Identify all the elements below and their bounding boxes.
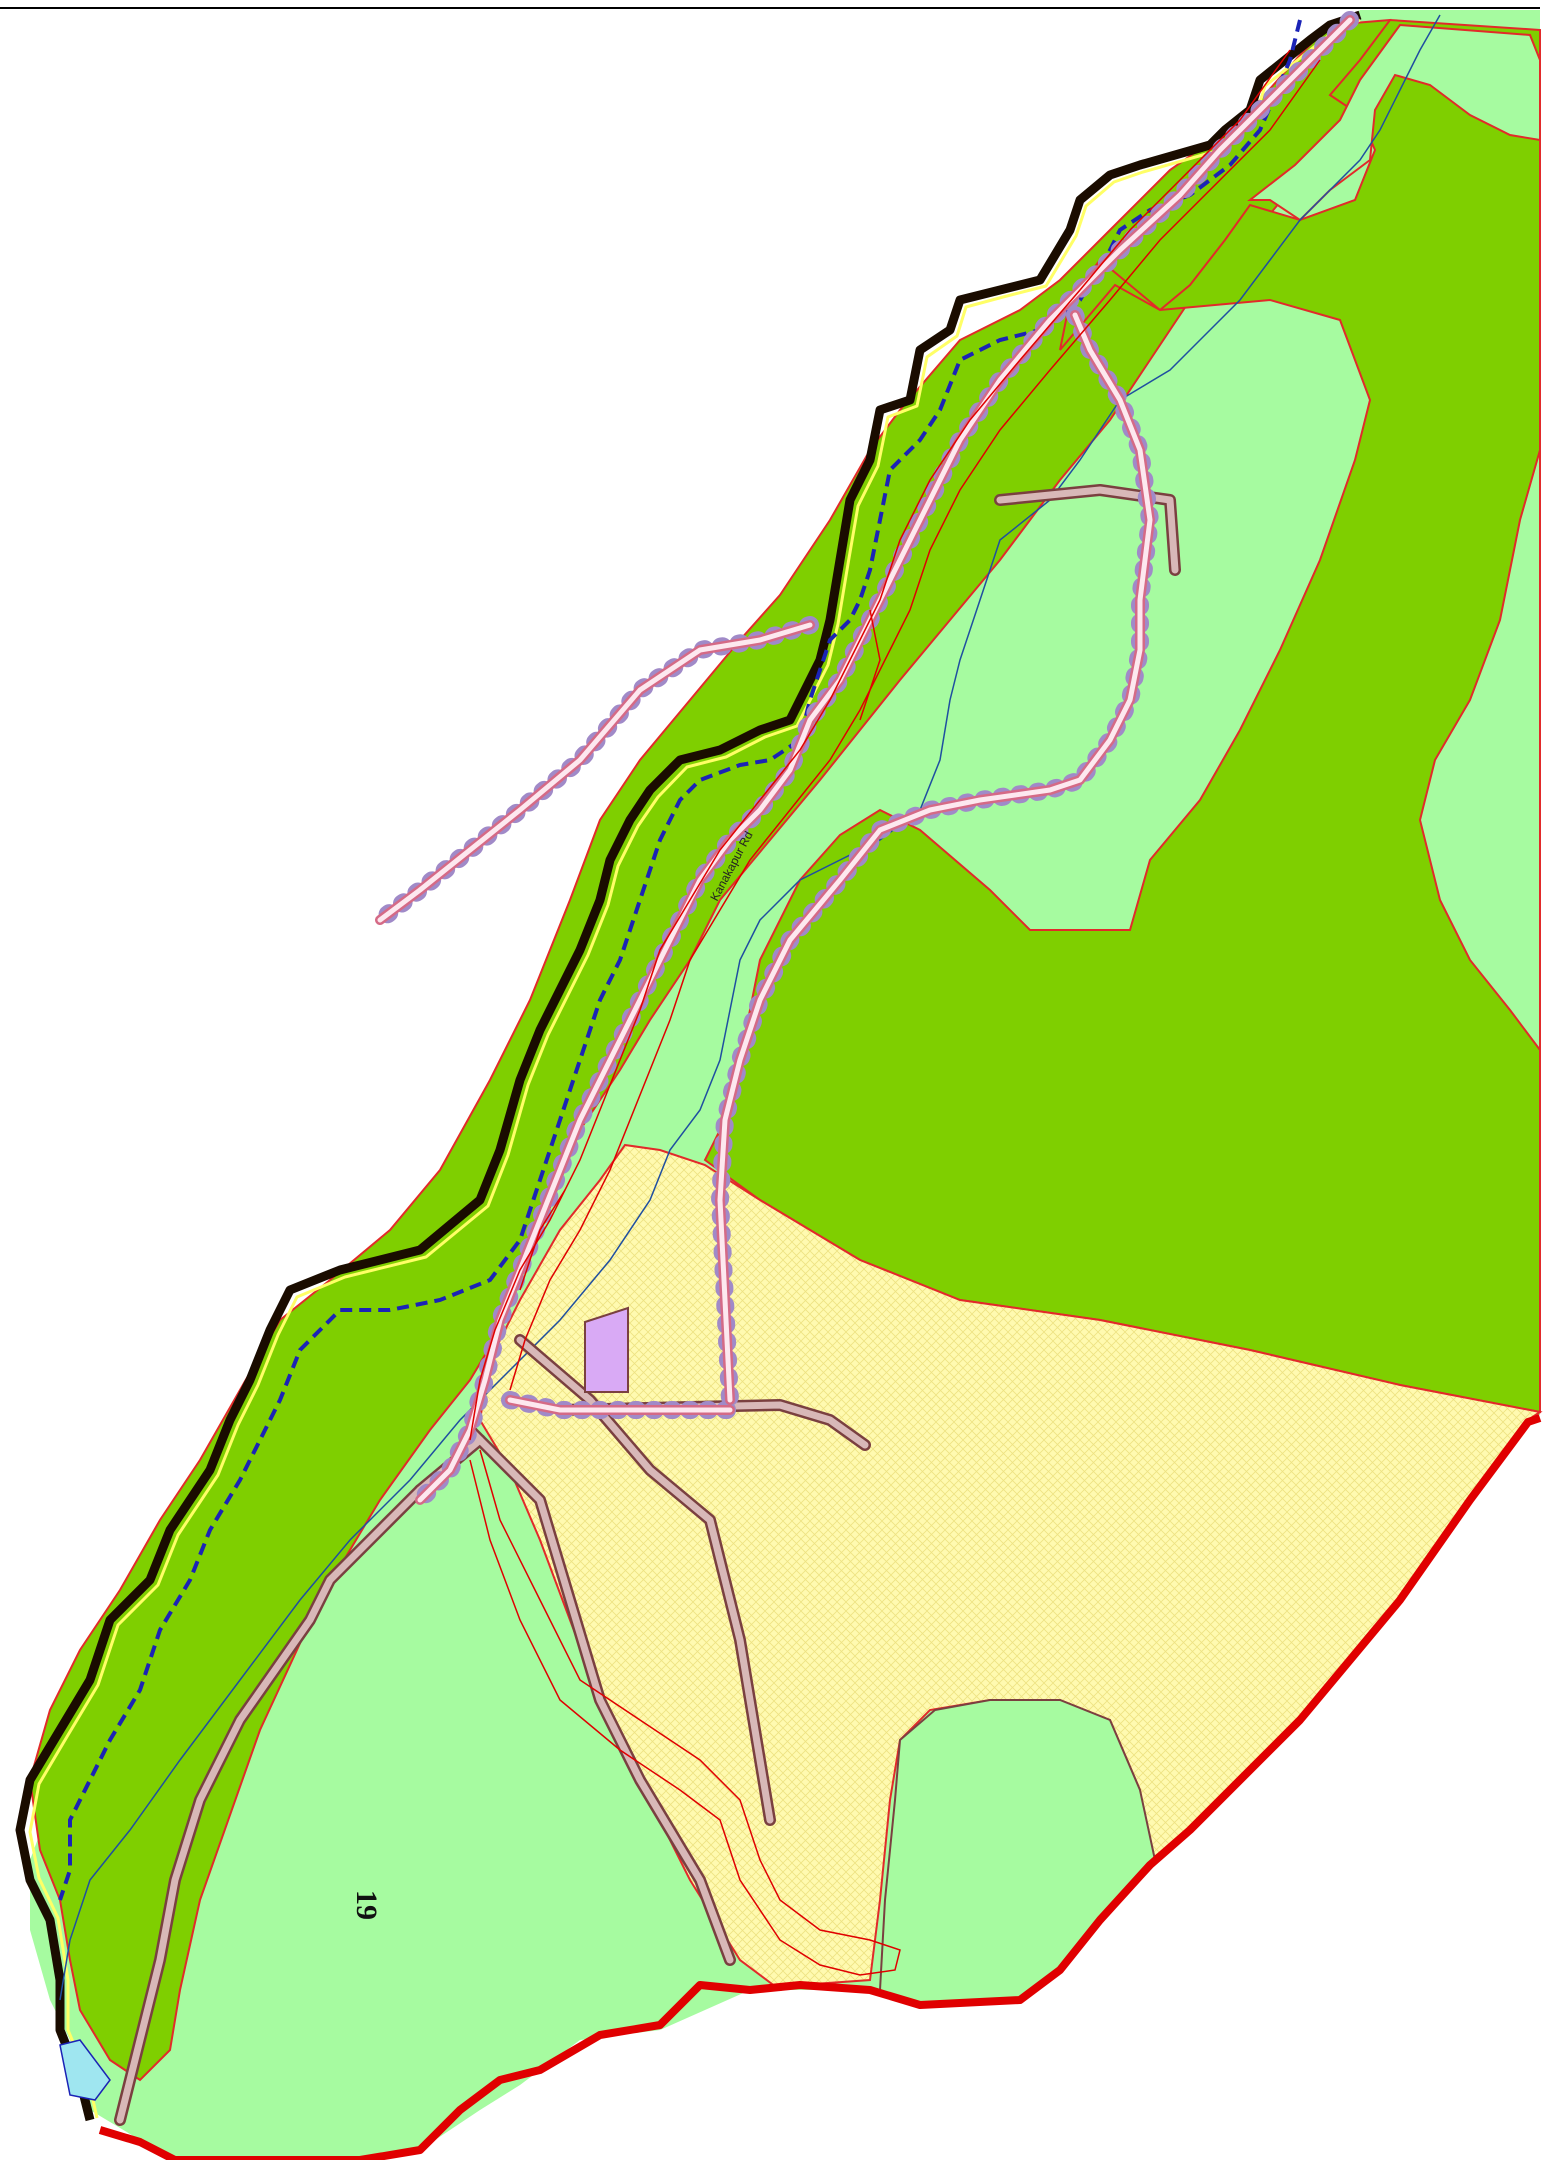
- meadow-zone-northeast: [1247, 23, 1541, 222]
- meadow-zone-east: [1418, 449, 1541, 1053]
- municipal-boundary: [98, 1414, 1542, 2160]
- shoreline-inner: [28, 18, 1361, 2119]
- stream: [59, 14, 1441, 2001]
- meadow-zone-south: [878, 1699, 1157, 2007]
- pond: [59, 2039, 111, 2101]
- shoreline-boundary: [15, 10, 1362, 2122]
- plot-outlines: [469, 49, 1321, 1976]
- building: [584, 1306, 629, 1393]
- parcel-label: 19: [350, 1890, 383, 1920]
- forest-east-block: [703, 18, 1541, 1414]
